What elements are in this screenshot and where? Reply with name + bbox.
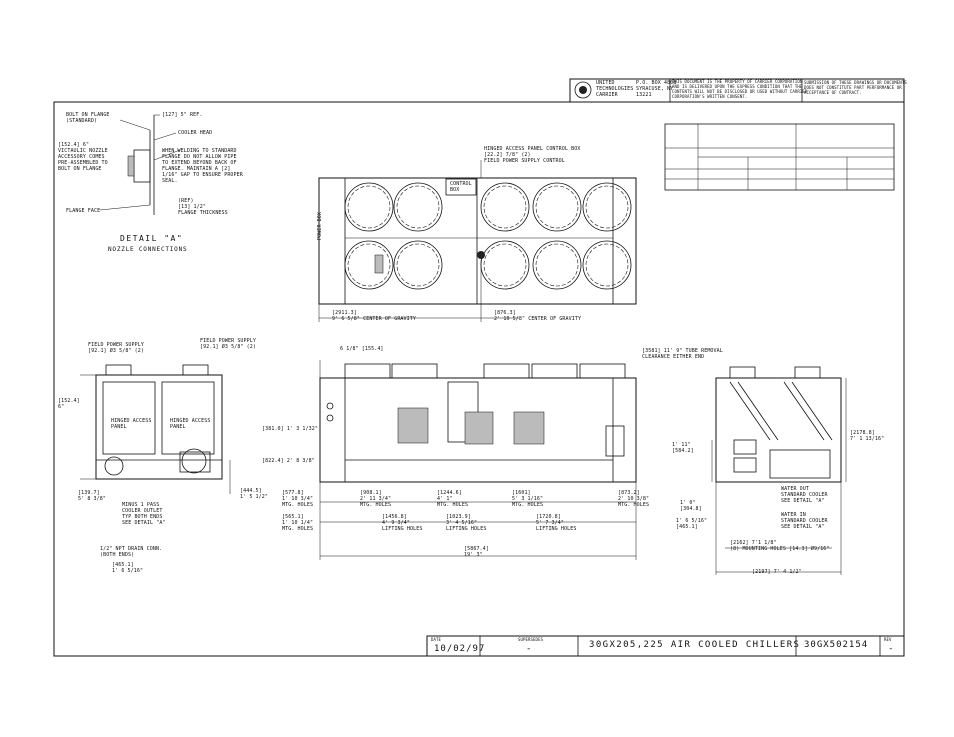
center-of-gravity-2: [876.3] 2' 10 5/8" CENTER OF GRAVITY bbox=[494, 310, 582, 322]
submission-notice: SUBMISSION OF THESE DRAWINGS OR DOCUMENT… bbox=[804, 80, 907, 95]
hinged-panel-2-label: HINGED ACCESS PANEL bbox=[170, 418, 211, 430]
company-line-3: CARRIER bbox=[596, 92, 618, 98]
rev-label: REV bbox=[884, 637, 892, 642]
flange-thickness-label: (REF) [13] 1/2" FLANGE THICKNESS bbox=[178, 198, 228, 216]
drawing-title: 30GX205,225 AIR COOLED CHILLERS bbox=[589, 640, 801, 650]
carrier-logo-icon bbox=[574, 81, 592, 99]
supersedes-value: - bbox=[526, 644, 533, 654]
dim-bottom-4: [1720.8] 5' 7 3/4" LIFTING HOLES bbox=[536, 514, 577, 532]
rev-value: - bbox=[888, 644, 895, 654]
dim-304-label: 1' 0" [304.8] bbox=[680, 500, 702, 512]
drawing-number: 30GX502154 bbox=[804, 640, 869, 650]
dim-584-label: 1' 11" [584.2] bbox=[672, 442, 694, 454]
overall-length-label: [5867.4] 19' 3" bbox=[464, 546, 489, 558]
supersedes-label: SUPERSEDES bbox=[518, 637, 544, 642]
hinged-access-panel-label: HINGED ACCESS PANEL CONTROL BOX [22.2] 7… bbox=[484, 146, 581, 164]
center-of-gravity-1: [2911.3] 9' 6 5/8" CENTER OF GRAVITY bbox=[332, 310, 416, 322]
end-view-drawing bbox=[711, 366, 847, 575]
dim-139-label: [139.7] 5' 8 3/8" bbox=[78, 490, 106, 502]
dim-mtg-4: [1601] 5' 3 1/16" MTG. HOLES bbox=[512, 490, 544, 508]
water-out-label: WATER OUT STANDARD COOLER SEE DETAIL "A" bbox=[781, 486, 828, 504]
water-in-label: WATER IN STANDARD COOLER SEE DETAIL "A" bbox=[781, 512, 828, 530]
city: SYRACUSE, NY bbox=[636, 86, 674, 92]
footer-block bbox=[426, 635, 905, 657]
dim-mtg-5: [873.2] 2' 10 3/8" MTG. HOLES bbox=[618, 490, 650, 508]
po-box: P.O. BOX 4808 bbox=[636, 80, 677, 86]
dim-381-label: [381.0] 1' 3 1/32" bbox=[262, 426, 318, 432]
dim-465-end-label: 1' 6 5/16" [465.1] bbox=[676, 518, 708, 530]
dim-mtg-2: [908.1] 2' 11 3/4" MTG. HOLES bbox=[360, 490, 392, 508]
npt-drain-label: 1/2" NPT DRAIN CONN. (BOTH ENDS) bbox=[100, 546, 163, 558]
drawing-date: 10/02/97 bbox=[434, 644, 486, 654]
detail-a-drawing bbox=[99, 114, 181, 215]
victaulic-nozzle-label: [152.4] 6" VICTAULIC NOZZLE ACCESSORY CO… bbox=[58, 142, 108, 172]
field-power-supply-side: FIELD POWER SUPPLY [92.1] Ø3 5/8" (2) bbox=[200, 338, 256, 350]
control-box-label: CONTROL BOX bbox=[450, 181, 472, 193]
dim-822-label: [822.4] 2' 8 3/8" bbox=[262, 458, 315, 464]
plan-view-drawing bbox=[318, 160, 637, 322]
dim-bottom-3: [1023.9] 3' 4 5/16" LIFTING HOLES bbox=[446, 514, 487, 532]
date-label: DATE bbox=[431, 637, 442, 642]
revision-table bbox=[664, 123, 895, 191]
hinged-panel-1-label: HINGED ACCESS PANEL bbox=[111, 418, 152, 430]
mounting-holes-label: [2162] 7'1 1/8" (8) MOUNTING HOLES [14.3… bbox=[730, 540, 830, 552]
dim-152-label: [152.4] 6" bbox=[58, 398, 80, 410]
front-view-drawing bbox=[80, 364, 231, 494]
power-box-label: POWER BOX bbox=[317, 212, 323, 240]
detail-a-subtitle: NOZZLE CONNECTIONS bbox=[108, 246, 188, 253]
ref-127-label: [127] 5" REF. bbox=[162, 112, 203, 118]
dim-bottom-2: [1456.8] 4' 9 3/4" LIFTING HOLES bbox=[382, 514, 423, 532]
company-line-1: UNITED bbox=[596, 80, 615, 86]
dim-mtg-1: [577.8] 1' 10 3/4" MTG. HOLES bbox=[282, 490, 314, 508]
minus-pass-label: MINUS 1 PASS COOLER OUTLET TYP BOTH ENDS… bbox=[122, 502, 166, 526]
cooler-head-label: COOLER HEAD bbox=[178, 130, 213, 136]
company-line-2: TECHNOLOGIES bbox=[596, 86, 634, 92]
side-view-drawing bbox=[319, 360, 637, 560]
tube-removal-label: [3581] 11' 9" TUBE REMOVAL CLEARANCE EIT… bbox=[642, 348, 723, 360]
detail-a-title: DETAIL "A" bbox=[120, 234, 184, 243]
welding-note: WHEN WELDING TO STANDARD FLANGE DO NOT A… bbox=[162, 148, 243, 184]
property-notice: THIS DOCUMENT IS THE PROPERTY OF CARRIER… bbox=[672, 79, 808, 99]
dim-bottom-1: [565.1] 1' 10 1/4" MTG. HOLES bbox=[282, 514, 314, 532]
dim-mtg-3: [1244.6] 4' 1" MTG. HOLES bbox=[437, 490, 469, 508]
zip: 13221 bbox=[636, 92, 652, 98]
title-block bbox=[569, 78, 905, 103]
dim-444-label: [444.5] 1' 5 1/2" bbox=[240, 488, 268, 500]
bolt-on-flange-label: BOLT ON FLANGE (STANDARD) bbox=[66, 112, 110, 124]
dim-465-front-label: [465.1] 1' 6 5/16" bbox=[112, 562, 144, 574]
flange-face-label: FLANGE FACE bbox=[66, 208, 101, 214]
dim-6-1-8-label: 6 1/8" [155.4] bbox=[340, 346, 384, 352]
field-power-supply-front: FIELD POWER SUPPLY [92.1] Ø3 5/8" (2) bbox=[88, 342, 144, 354]
unit-width-label: [2197] 7' 4 1/2" bbox=[752, 569, 802, 575]
dim-2178-label: [2178.8] 7' 1 13/16" bbox=[850, 430, 885, 442]
